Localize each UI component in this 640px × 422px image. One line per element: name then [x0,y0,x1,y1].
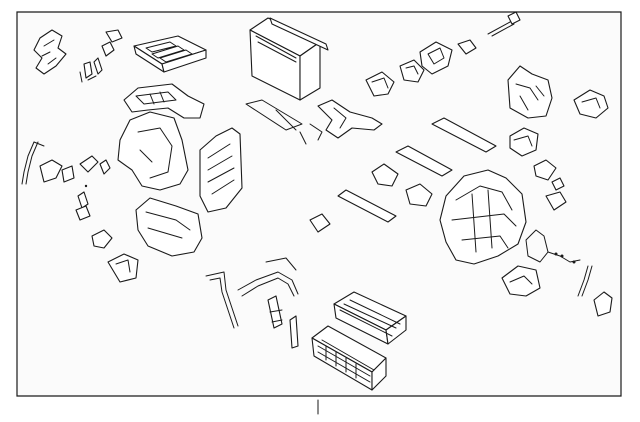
pipe-clamps [268,296,298,348]
mounting-bolt [488,12,520,36]
air-grille-panel [134,36,206,72]
evaporator-core [334,292,406,344]
left-sensor-parts [40,156,110,220]
actuator-parts-upper [366,40,476,96]
hvac-upper-housing [124,84,204,118]
mode-door-linkage [372,118,496,206]
small-fasteners [84,184,576,264]
heater-core-tubes [206,258,298,328]
cabin-air-filter [250,18,328,100]
hvac-case-left-half [118,112,188,190]
actuator-motors [510,128,566,210]
hvac-main-housing [440,170,526,264]
heater-core-cover [200,128,242,212]
duct-end-right [502,266,612,316]
left-clip-parts [80,30,122,82]
heater-core [312,326,386,390]
connector-parts-left [92,230,138,282]
blower-motor-assembly [508,66,608,118]
air-duct-upper [318,100,382,138]
drain-hose [22,142,44,184]
filter-seal-strip [246,100,322,144]
temp-door-shafts [310,190,396,232]
upper-left-bracket-part [34,30,66,74]
hvac-lower-case [136,198,202,256]
